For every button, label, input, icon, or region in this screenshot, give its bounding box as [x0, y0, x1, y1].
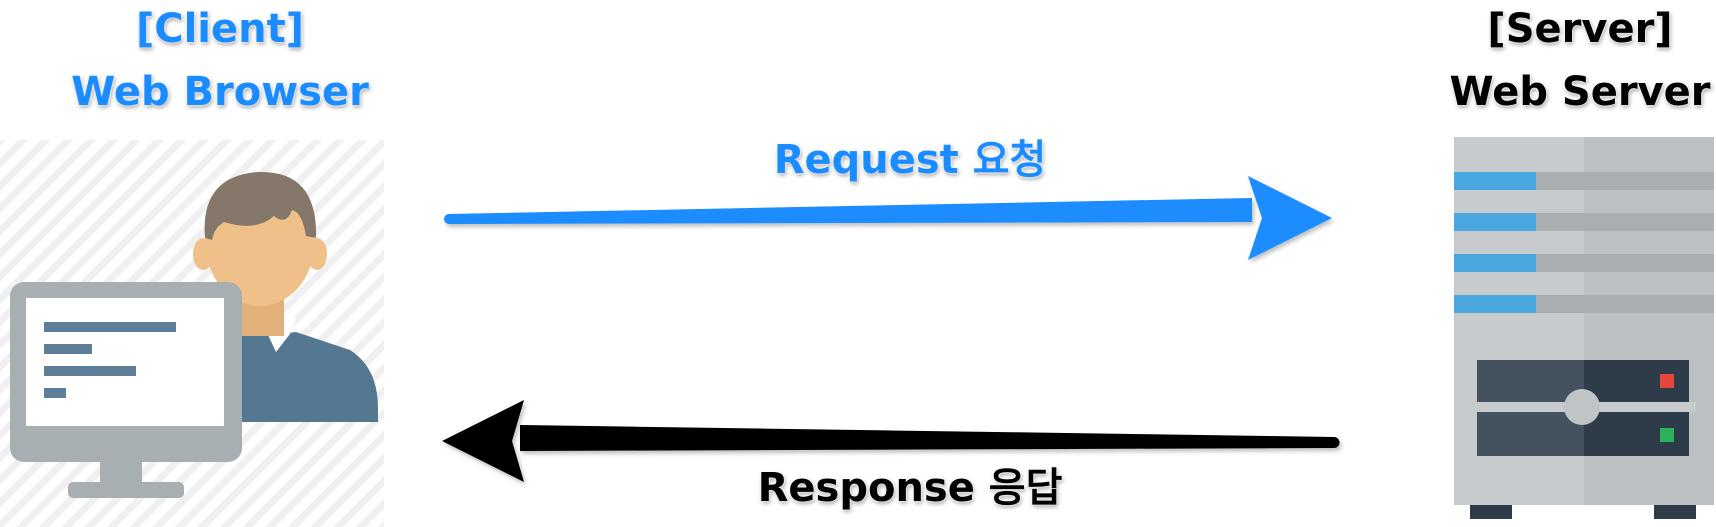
server-tower-icon — [1454, 137, 1714, 519]
monitor-screen — [26, 298, 224, 426]
status-led-green — [1660, 428, 1674, 442]
user-at-computer-icon — [0, 140, 384, 527]
server-subtitle: Web Server — [1449, 69, 1711, 115]
monitor-stand — [68, 482, 184, 498]
status-led-red — [1660, 374, 1674, 388]
request-label: Request 요청 — [773, 137, 1047, 183]
request-arrow-head — [1248, 176, 1332, 260]
person-hair — [204, 171, 317, 240]
request-arrow-tail — [444, 214, 454, 224]
drive-bay-2-light — [1454, 213, 1536, 231]
power-button — [1564, 389, 1600, 425]
response-label: Response 응답 — [757, 465, 1063, 511]
drive-bay-4-light — [1454, 295, 1536, 313]
screen-line-4 — [44, 388, 66, 398]
server-foot-right — [1654, 505, 1696, 519]
server-foot-left — [1470, 505, 1512, 519]
response-arrow — [442, 400, 1340, 482]
client-subtitle: Web Browser — [71, 69, 369, 115]
response-arrow-shaft — [520, 425, 1334, 451]
drive-bay-3-light — [1454, 254, 1536, 272]
request-arrow — [444, 176, 1332, 260]
response-arrow-head — [442, 400, 524, 482]
response-arrow-tail — [1328, 437, 1340, 448]
screen-line-2 — [44, 344, 92, 354]
monitor-neck — [100, 462, 142, 484]
screen-line-3 — [44, 366, 136, 376]
server-title: [Server] — [1487, 6, 1673, 52]
person-body — [228, 330, 378, 422]
drive-bay-1-light — [1454, 172, 1536, 190]
request-arrow-shaft — [448, 198, 1252, 224]
screen-line-1 — [44, 322, 176, 332]
client-title: [Client] — [135, 6, 305, 52]
